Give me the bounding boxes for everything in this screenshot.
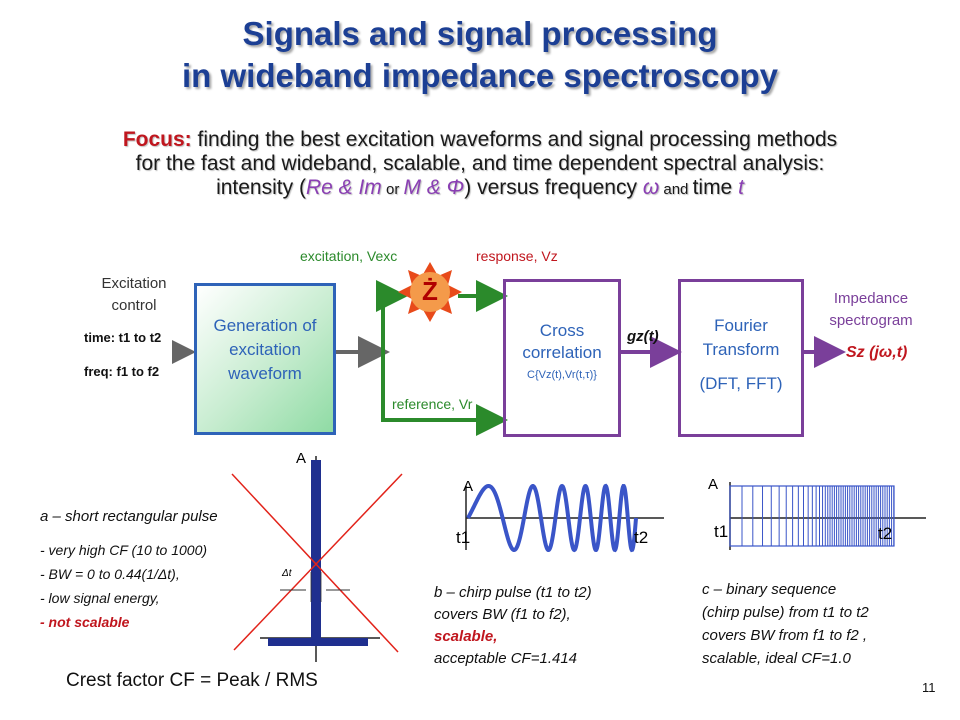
chirp-wave	[466, 483, 638, 553]
panel-a-bullet-3: - low signal energy,	[40, 590, 160, 606]
impedance-symbol: Ż	[422, 276, 438, 306]
panel-c-binary-sequence	[729, 482, 926, 550]
time-range: time: t1 to t2	[84, 330, 162, 345]
focus-or: or	[381, 181, 404, 198]
focus-versus-frequency: ) versus frequency	[464, 176, 643, 199]
panel-a-title: a – short rectangular pulse	[40, 508, 218, 525]
fourier-block: Fourier Transform (DFT, FFT)	[678, 279, 804, 437]
panel-b-line-3: scalable,	[434, 628, 498, 645]
panel-a-bullet-2: - BW = 0 to 0.44(1/Δt),	[40, 566, 180, 582]
focus-label: Focus:	[122, 128, 192, 151]
panel-b-t1: t1	[456, 528, 471, 547]
focus-m-phi: M & Φ	[403, 176, 465, 199]
cross-correlation-block: Cross correlation C{Vz(t),Vr(t,τ)}	[503, 279, 621, 437]
panel-c-line-1: c – binary sequence	[702, 581, 837, 598]
generation-block: Generation of excitation waveform	[194, 283, 336, 435]
crest-factor: Crest factor CF = Peak / RMS	[66, 670, 318, 691]
slide-number: 11	[922, 680, 936, 695]
gz-label: gz(t)	[627, 328, 659, 345]
focus-and: and	[659, 181, 693, 198]
focus-line-1: Focus: finding the best excitation wavef…	[0, 128, 960, 152]
excitation-control-line-1: Excitation	[101, 275, 167, 292]
panel-b-t2: t2	[634, 528, 649, 547]
spectrogram-line-1: Impedance	[833, 290, 909, 307]
panel-a-bullets: - very high CF (10 to 1000) - BW = 0 to …	[40, 538, 207, 634]
cross-formula: C{Vz(t),Vr(t,τ)}	[527, 369, 597, 381]
excitation-control-label: Excitation control	[72, 273, 196, 317]
excitation-label: excitation, Vexc	[300, 248, 398, 264]
panel-a-axis-a: A	[296, 450, 307, 467]
focus-line-2: for the fast and wideband, scalable, and…	[135, 152, 825, 175]
generation-line-2: excitation	[229, 340, 301, 359]
freq-range: freq: f1 to f2	[84, 364, 160, 379]
excitation-control-line-2: control	[111, 297, 157, 314]
panel-c-t1: t1	[714, 522, 729, 541]
panel-c-axis-a: A	[708, 476, 719, 493]
panel-c-t2: t2	[878, 524, 893, 543]
focus-time: time	[692, 176, 739, 199]
fourier-line-2: Transform	[702, 340, 780, 359]
cross-line-2: correlation	[522, 343, 602, 362]
focus-line-3: intensity (Re & Im or M & Φ) versus freq…	[0, 176, 960, 202]
panel-a-bullet-1: - very high CF (10 to 1000)	[40, 542, 208, 558]
panel-c-line-4: scalable, ideal CF=1.0	[702, 650, 851, 667]
title-line-2: in wideband impedance spectroscopy	[182, 57, 778, 94]
cross-line-1: Cross	[539, 321, 585, 340]
panel-b-line-1: b – chirp pulse (t1 to t2)	[434, 584, 592, 601]
panel-a-delta-t: Δt	[282, 568, 292, 579]
panel-c-line-2: (chirp pulse) from t1 to t2	[702, 604, 869, 621]
panel-b-axis-a: A	[463, 478, 474, 495]
title-line-1: Signals and signal processing	[242, 15, 718, 52]
sz-label: Sz (jω,t)	[846, 344, 908, 361]
generation-line-3: waveform	[228, 364, 302, 383]
panel-a-pulse	[231, 456, 403, 662]
focus-line-1-text: finding the best excitation waveforms an…	[191, 128, 838, 151]
binary-bars	[729, 486, 895, 546]
fourier-line-1: Fourier	[714, 316, 768, 335]
panel-c-description: c – binary sequence (chirp pulse) from t…	[702, 578, 869, 670]
reference-label: reference, Vr	[392, 396, 473, 412]
focus-t: t	[738, 176, 744, 199]
response-label: response, Vz	[476, 248, 558, 264]
panel-b-line-2: covers BW (f1 to f2),	[434, 606, 571, 623]
spectrogram-line-2: spectrogram	[829, 312, 913, 329]
panel-a-bullet-4: - not scalable	[40, 614, 130, 630]
panel-b-line-4: acceptable CF=1.414	[434, 650, 578, 667]
panel-c-line-3: covers BW from f1 to f2 ,	[702, 627, 868, 644]
panel-b-description: b – chirp pulse (t1 to t2) covers BW (f1…	[434, 582, 592, 670]
generation-line-1: Generation of	[213, 316, 317, 335]
impedance-spectrogram-label: Impedance spectrogram	[806, 288, 936, 332]
focus-omega: ω	[642, 176, 660, 199]
panel-b-chirp	[465, 483, 664, 553]
focus-re-im: Re & Im	[305, 176, 382, 199]
focus-intensity: intensity (	[216, 176, 306, 199]
fourier-line-3: (DFT, FFT)	[699, 374, 783, 393]
